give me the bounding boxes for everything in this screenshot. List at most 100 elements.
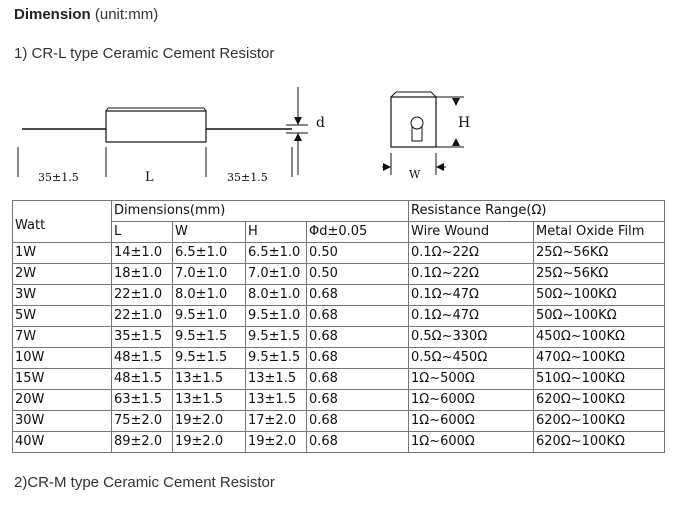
watt-cell: 2W — [12, 263, 112, 285]
table-cell: 14±1.0 — [111, 242, 173, 264]
table-cell: 8.0±1.0 — [172, 284, 246, 306]
table-cell: 9.5±1.5 — [172, 347, 246, 369]
table-cell: 1Ω~500Ω — [408, 368, 534, 390]
table-header-row-1: Watt Dimensions(mm) Resistance Range(Ω) — [12, 200, 665, 243]
table-cell: 9.5±1.5 — [172, 326, 246, 348]
table-cell: 89±2.0 — [111, 431, 173, 453]
table-cell: 75±2.0 — [111, 410, 173, 432]
table-header-row-2: L W H Φd±0.05 Wire Wound Metal Oxide Fil… — [13, 221, 665, 243]
table-cell: 0.68 — [306, 389, 409, 411]
table-cell: 0.1Ω~47Ω — [408, 305, 534, 327]
table-cell: 620Ω~100KΩ — [533, 431, 665, 453]
table-cell: 50Ω~100KΩ — [533, 305, 665, 327]
lead-end-circle — [410, 116, 424, 130]
table-cell: 0.1Ω~22Ω — [408, 263, 534, 285]
table-cell: 0.1Ω~47Ω — [408, 284, 534, 306]
col-l-header: L — [111, 221, 173, 243]
section1-title: 1) CR-L type Ceramic Cement Resistor — [14, 45, 275, 62]
table-cell: 470Ω~100KΩ — [533, 347, 665, 369]
table-cell: 6.5±1.0 — [245, 242, 307, 264]
table-cell: 50Ω~100KΩ — [533, 284, 665, 306]
table-cell: 7.0±1.0 — [172, 263, 246, 285]
body-length-label: L — [145, 170, 154, 185]
table-cell: 19±2.0 — [172, 410, 246, 432]
dimension-table: Watt Dimensions(mm) Resistance Range(Ω) … — [12, 200, 665, 453]
table-cell: 620Ω~100KΩ — [533, 389, 665, 411]
table-cell: 25Ω~56KΩ — [533, 242, 665, 264]
table-cell: 0.1Ω~22Ω — [408, 242, 534, 264]
table-cell: 0.50 — [306, 242, 409, 264]
watt-cell: 3W — [12, 284, 112, 306]
watt-cell: 15W — [12, 368, 112, 390]
table-cell: 1Ω~600Ω — [408, 431, 534, 453]
table-cell: 6.5±1.0 — [172, 242, 246, 264]
table-cell: 8.0±1.0 — [245, 284, 307, 306]
table-cell: 620Ω~100KΩ — [533, 410, 665, 432]
watt-header: Watt — [12, 200, 112, 243]
table-cell: 63±1.5 — [111, 389, 173, 411]
table-cell: 9.5±1.0 — [172, 305, 246, 327]
table-cell: 7.0±1.0 — [245, 263, 307, 285]
d-label: d — [316, 115, 325, 131]
lead-left-label: 35±1.5 — [38, 171, 79, 184]
col-w-header: W — [172, 221, 246, 243]
col-h-header: H — [245, 221, 307, 243]
table-cell: 25Ω~56KΩ — [533, 263, 665, 285]
table-cell: 22±1.0 — [111, 284, 173, 306]
dimension-heading: Dimension (unit:mm) — [14, 6, 158, 23]
table-cell: 0.68 — [306, 347, 409, 369]
table-cell: 1Ω~600Ω — [408, 389, 534, 411]
dimensions-header: Dimensions(mm) — [111, 200, 409, 222]
table-cell: 0.68 — [306, 368, 409, 390]
col-metaloxide-header: Metal Oxide Film — [533, 221, 665, 243]
table-cell: 0.68 — [306, 410, 409, 432]
table-cell: 9.5±1.5 — [245, 326, 307, 348]
table-cell: 19±2.0 — [172, 431, 246, 453]
table-cell: 0.68 — [306, 431, 409, 453]
table-cell: 48±1.5 — [111, 368, 173, 390]
dimension-heading-bold: Dimension — [14, 6, 91, 23]
section2-title: 2)CR-M type Ceramic Cement Resistor — [14, 474, 275, 491]
table-cell: 13±1.5 — [245, 389, 307, 411]
watt-cell: 20W — [12, 389, 112, 411]
table-cell: 450Ω~100KΩ — [533, 326, 665, 348]
w-label: W — [409, 168, 421, 181]
resistor-body-side — [105, 110, 207, 143]
table-cell: 13±1.5 — [245, 368, 307, 390]
lead-right-label: 35±1.5 — [227, 171, 268, 184]
table-cell: 18±1.0 — [111, 263, 173, 285]
table-cell: 0.5Ω~330Ω — [408, 326, 534, 348]
table-cell: 9.5±1.5 — [245, 347, 307, 369]
table-cell: 19±2.0 — [245, 431, 307, 453]
table-cell: 1Ω~600Ω — [408, 410, 534, 432]
table-cell: 22±1.0 — [111, 305, 173, 327]
table-cell: 0.50 — [306, 263, 409, 285]
watt-cell: 40W — [12, 431, 112, 453]
table-cell: 13±1.5 — [172, 368, 246, 390]
table-cell: 13±1.5 — [172, 389, 246, 411]
watt-cell: 7W — [12, 326, 112, 348]
watt-cell: 30W — [12, 410, 112, 432]
table-cell: 0.68 — [306, 284, 409, 306]
table-cell: 0.68 — [306, 305, 409, 327]
table-cell: 17±2.0 — [245, 410, 307, 432]
table-cell: 48±1.5 — [111, 347, 173, 369]
table-cell: 0.68 — [306, 326, 409, 348]
resistor-dimension-diagram: 35±1.5 L 35±1.5 d H W — [17, 87, 470, 185]
table-cell: 510Ω~100KΩ — [533, 368, 665, 390]
col-d-header: Φd±0.05 — [306, 221, 409, 243]
table-cell: 35±1.5 — [111, 326, 173, 348]
col-wirewound-header: Wire Wound — [408, 221, 534, 243]
watt-cell: 10W — [12, 347, 112, 369]
watt-cell: 1W — [12, 242, 112, 264]
